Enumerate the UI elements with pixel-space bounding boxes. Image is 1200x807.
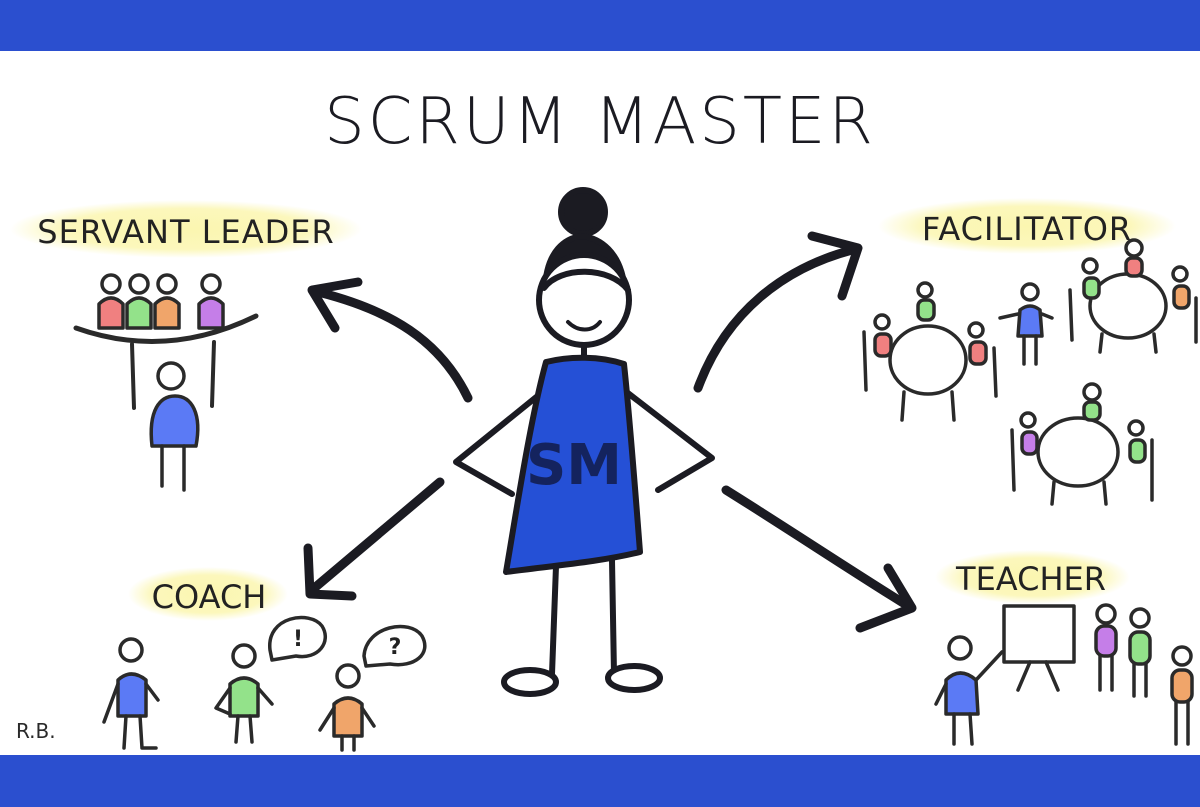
- role-label-facilitator: FACILITATOR: [922, 210, 1132, 248]
- teacher-person: [934, 635, 1004, 746]
- face: [536, 252, 632, 348]
- leg-left: [549, 563, 559, 677]
- arrow-to-coach: [303, 477, 445, 601]
- bearer-body: [149, 394, 200, 448]
- facilitator-highlight: [878, 198, 1176, 254]
- student-orange: [1170, 645, 1194, 746]
- foot-right: [605, 663, 663, 693]
- facilitator-scene: [862, 238, 1198, 506]
- served-person-red: [97, 273, 125, 330]
- served-person-green: [125, 273, 153, 330]
- coach-person: [102, 637, 160, 750]
- teacher-highlight: [935, 550, 1130, 604]
- coach-highlight: [128, 567, 288, 621]
- meeting-table-left: [862, 281, 998, 422]
- scrum-master-figure: [453, 187, 715, 697]
- coachee-green: [214, 643, 274, 744]
- top-band: [0, 0, 1200, 51]
- student-purple: [1094, 603, 1118, 692]
- hair-bun: [558, 187, 608, 237]
- teacher-scene: [934, 603, 1194, 746]
- servant-leader-highlight: [10, 200, 362, 258]
- served-person-purple: [197, 273, 225, 330]
- coachee-orange: [318, 663, 376, 752]
- bubble-mark-exclamation: !: [293, 627, 303, 652]
- tray: [73, 313, 259, 344]
- servant-leader-scene: [73, 273, 259, 492]
- cape-body: [503, 354, 643, 575]
- role-label-teacher: TEACHER: [955, 560, 1106, 598]
- speech-bubble-exclamation: [268, 615, 328, 662]
- role-label-coach: COACH: [152, 578, 267, 616]
- arm-right: [621, 387, 715, 493]
- arrow-to-teacher: [721, 485, 917, 633]
- presentation-board: [1002, 604, 1076, 664]
- arm-left: [453, 387, 548, 497]
- bearer-arms: [130, 340, 216, 410]
- foot-left: [501, 667, 559, 697]
- served-person-orange: [153, 273, 181, 330]
- arrow-to-facilitator: [693, 231, 863, 393]
- leg-right: [609, 557, 617, 677]
- page-title: SCRUM MASTER: [324, 85, 876, 159]
- initials: SM: [526, 433, 622, 498]
- meeting-table-right: [1068, 238, 1198, 354]
- bearer-legs: [160, 444, 186, 492]
- smile: [566, 320, 602, 332]
- bubble-mark-question: ?: [389, 635, 402, 660]
- bearer-head: [156, 361, 186, 391]
- meeting-table-bottom: [1010, 382, 1154, 506]
- artist-signature: R.B.: [16, 719, 56, 743]
- speech-bubble-question: [362, 624, 427, 668]
- bottom-band: [0, 755, 1200, 807]
- role-label-servant-leader: SERVANT LEADER: [37, 213, 334, 251]
- coach-scene: [102, 615, 427, 752]
- arrow-to-servant-leader: [307, 277, 473, 403]
- facilitator-person: [998, 282, 1054, 366]
- student-green: [1128, 607, 1152, 698]
